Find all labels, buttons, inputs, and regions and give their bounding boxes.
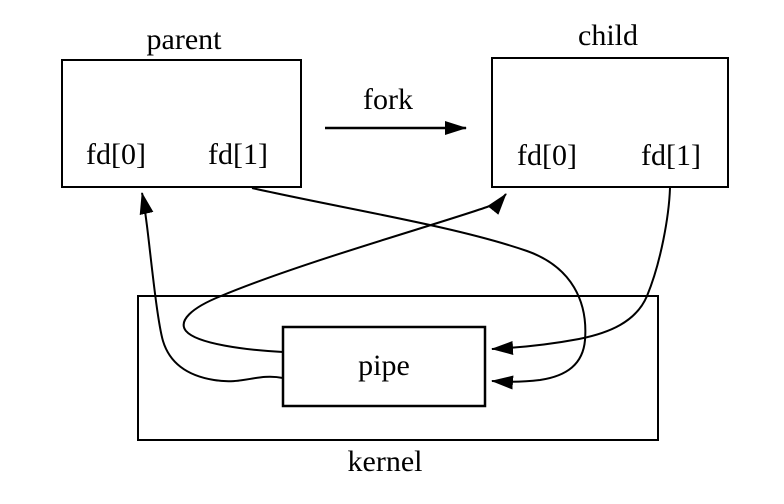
pipe-box xyxy=(281,325,487,408)
pipe-to-parent-fd0-arrow xyxy=(139,192,284,383)
pipe-to-child-fd0-arrow xyxy=(182,193,507,353)
child-fd1-label: fd[1] xyxy=(641,139,701,172)
pipe-label: pipe xyxy=(358,349,410,382)
fork-label: fork xyxy=(363,83,413,116)
kernel-box xyxy=(137,295,659,441)
parent-fd1-label: fd[1] xyxy=(208,138,268,171)
child-process-label: child xyxy=(578,19,638,52)
child-fd1-to-pipe-arrow xyxy=(491,187,671,355)
child-process-box xyxy=(491,57,729,188)
parent-fd0-label: fd[0] xyxy=(86,138,146,171)
child-fd0-label: fd[0] xyxy=(517,139,577,172)
parent-process-box xyxy=(61,59,302,188)
parent-process-label: parent xyxy=(146,23,222,56)
parent-fd1-to-pipe-arrow xyxy=(251,187,587,390)
kernel-label: kernel xyxy=(347,445,423,478)
